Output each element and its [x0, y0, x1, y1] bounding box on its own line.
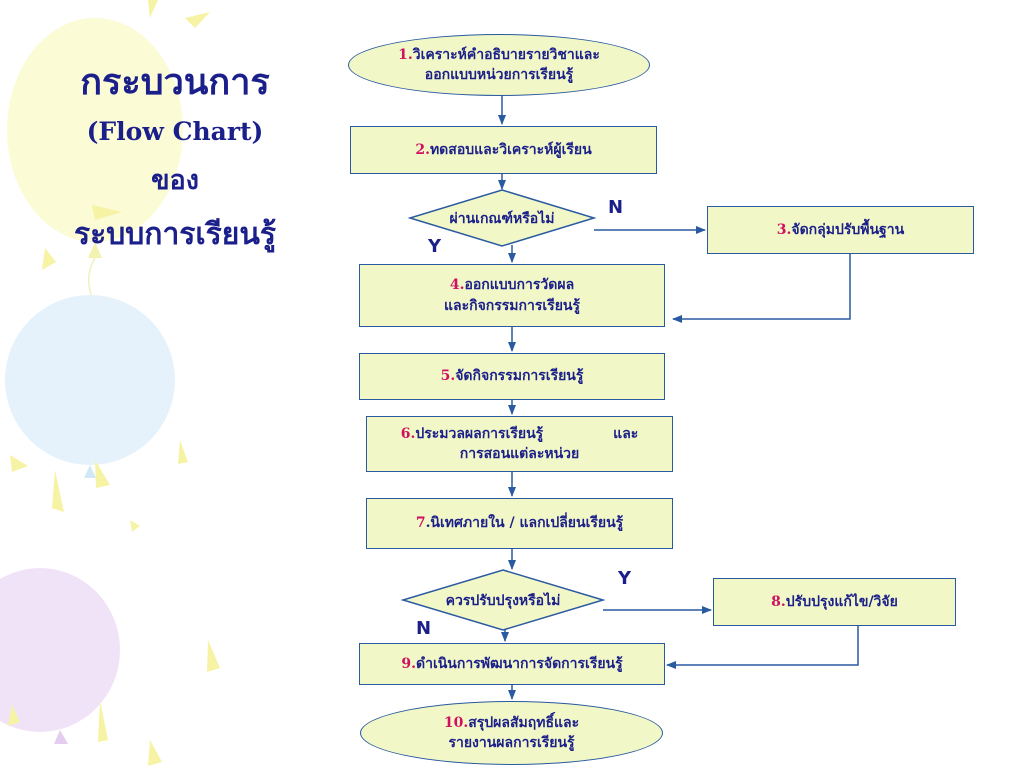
step-2-box: 2.ทดสอบและวิเคราะห์ผู้เรียน: [350, 126, 657, 174]
step-7-number: 7: [415, 515, 426, 532]
step-7-text: .นิเทศภายใน / แลกเปลี่ยนเรียนรู้: [425, 515, 624, 532]
step-10-line-1: สรุปผลสัมฤทธิ์และ: [468, 714, 580, 731]
decision-1-no-label: N: [608, 197, 624, 218]
decision-2-no-label: N: [416, 618, 432, 639]
step-4-line-2: และกิจกรรมการเรียนรู้: [443, 297, 580, 314]
blue-balloon: [5, 295, 175, 478]
step-10-line-2: รายงานผลการเรียนรู้: [448, 735, 575, 751]
decision-1-yes-label: Y: [428, 236, 442, 257]
step-5-box: 5.จัดกิจกรรมการเรียนรู้: [359, 353, 665, 400]
decision-1-shape: [407, 189, 597, 247]
step-9-number: 9.: [401, 655, 416, 672]
slide-title: กระบวนการ (Flow Chart) ของ ระบบการเรียนร…: [40, 61, 310, 258]
decision-2-text: ควรปรับปรุงหรือไม่: [445, 593, 561, 609]
title-line-1: กระบวนการ: [80, 61, 270, 103]
step-6-number: 6.: [400, 425, 416, 442]
step-3-box: 3.จัดกลุ่มปรับพื้นฐาน: [707, 206, 974, 254]
step-2-text: ทดสอบและวิเคราะห์ผู้เรียน: [429, 141, 592, 158]
step-8-number: 8.: [771, 593, 786, 610]
step-10-oval: 10.สรุปผลสัมฤทธิ์และ รายงานผลการเรียนรู้: [360, 701, 663, 765]
step-2-number: 2.: [415, 141, 430, 158]
step-3-number: 3.: [776, 221, 792, 238]
step-9-box: 9.ดำเนินการพัฒนาการจัดการเรียนรู้: [359, 643, 665, 685]
confetti: [8, 0, 220, 766]
title-line-4: ระบบการเรียนรู้: [73, 217, 276, 253]
title-line-3: ของ: [151, 165, 199, 197]
step-5-number: 5.: [440, 368, 456, 385]
lilac-balloon: [0, 568, 120, 744]
step-1-line-2: ออกแบบหน่วยการเรียนรู้: [424, 67, 574, 83]
step-10-number: 10.: [443, 714, 469, 731]
title-line-2: (Flow Chart): [86, 117, 264, 147]
step-7-box: 7.นิเทศภายใน / แลกเปลี่ยนเรียนรู้: [366, 498, 673, 549]
step-3-text: จัดกลุ่มปรับพื้นฐาน: [791, 221, 905, 238]
decision-1-text: ผ่านเกณฑ์หรือไม่: [449, 211, 555, 227]
step-5-text: จัดกิจกรรมการเรียนรู้: [455, 368, 584, 385]
step-9-text: ดำเนินการพัฒนาการจัดการเรียนรู้: [415, 655, 623, 672]
step-4-number: 4.: [449, 277, 465, 294]
step-4-line-1: ออกแบบการวัดผล: [464, 277, 575, 294]
step-8-text: ปรับปรุงแก้ไข/วิจัย: [785, 593, 898, 610]
decision-2-shape: [400, 569, 606, 631]
arrow-3-4: [672, 254, 851, 323]
step-6-line-1b: และ: [613, 425, 639, 442]
step-6-line-2: การสอนแต่ละหน่วย: [459, 446, 580, 462]
step-8-box: 8.ปรับปรุงแก้ไข/วิจัย: [713, 578, 956, 626]
decision-2-yes-label: Y: [618, 568, 632, 589]
step-1-line-1: 1.วิเคราะห์คำอธิบายรายวิชาและ: [398, 46, 600, 63]
step-6-box: 6.ประมวลผลการเรียนรู้ และ การสอนแต่ละหน่ว…: [366, 416, 673, 472]
step-4-box: 4.ออกแบบการวัดผล และกิจกรรมการเรียนรู้: [359, 264, 665, 327]
step-1-oval: 1.วิเคราะห์คำอธิบายรายวิชาและ ออกแบบหน่ว…: [348, 34, 650, 96]
step-1-number: 1.: [398, 46, 413, 63]
arrow-8-9: [666, 626, 859, 669]
step-6-line-1a: ประมวลผลการเรียนรู้: [415, 425, 544, 442]
